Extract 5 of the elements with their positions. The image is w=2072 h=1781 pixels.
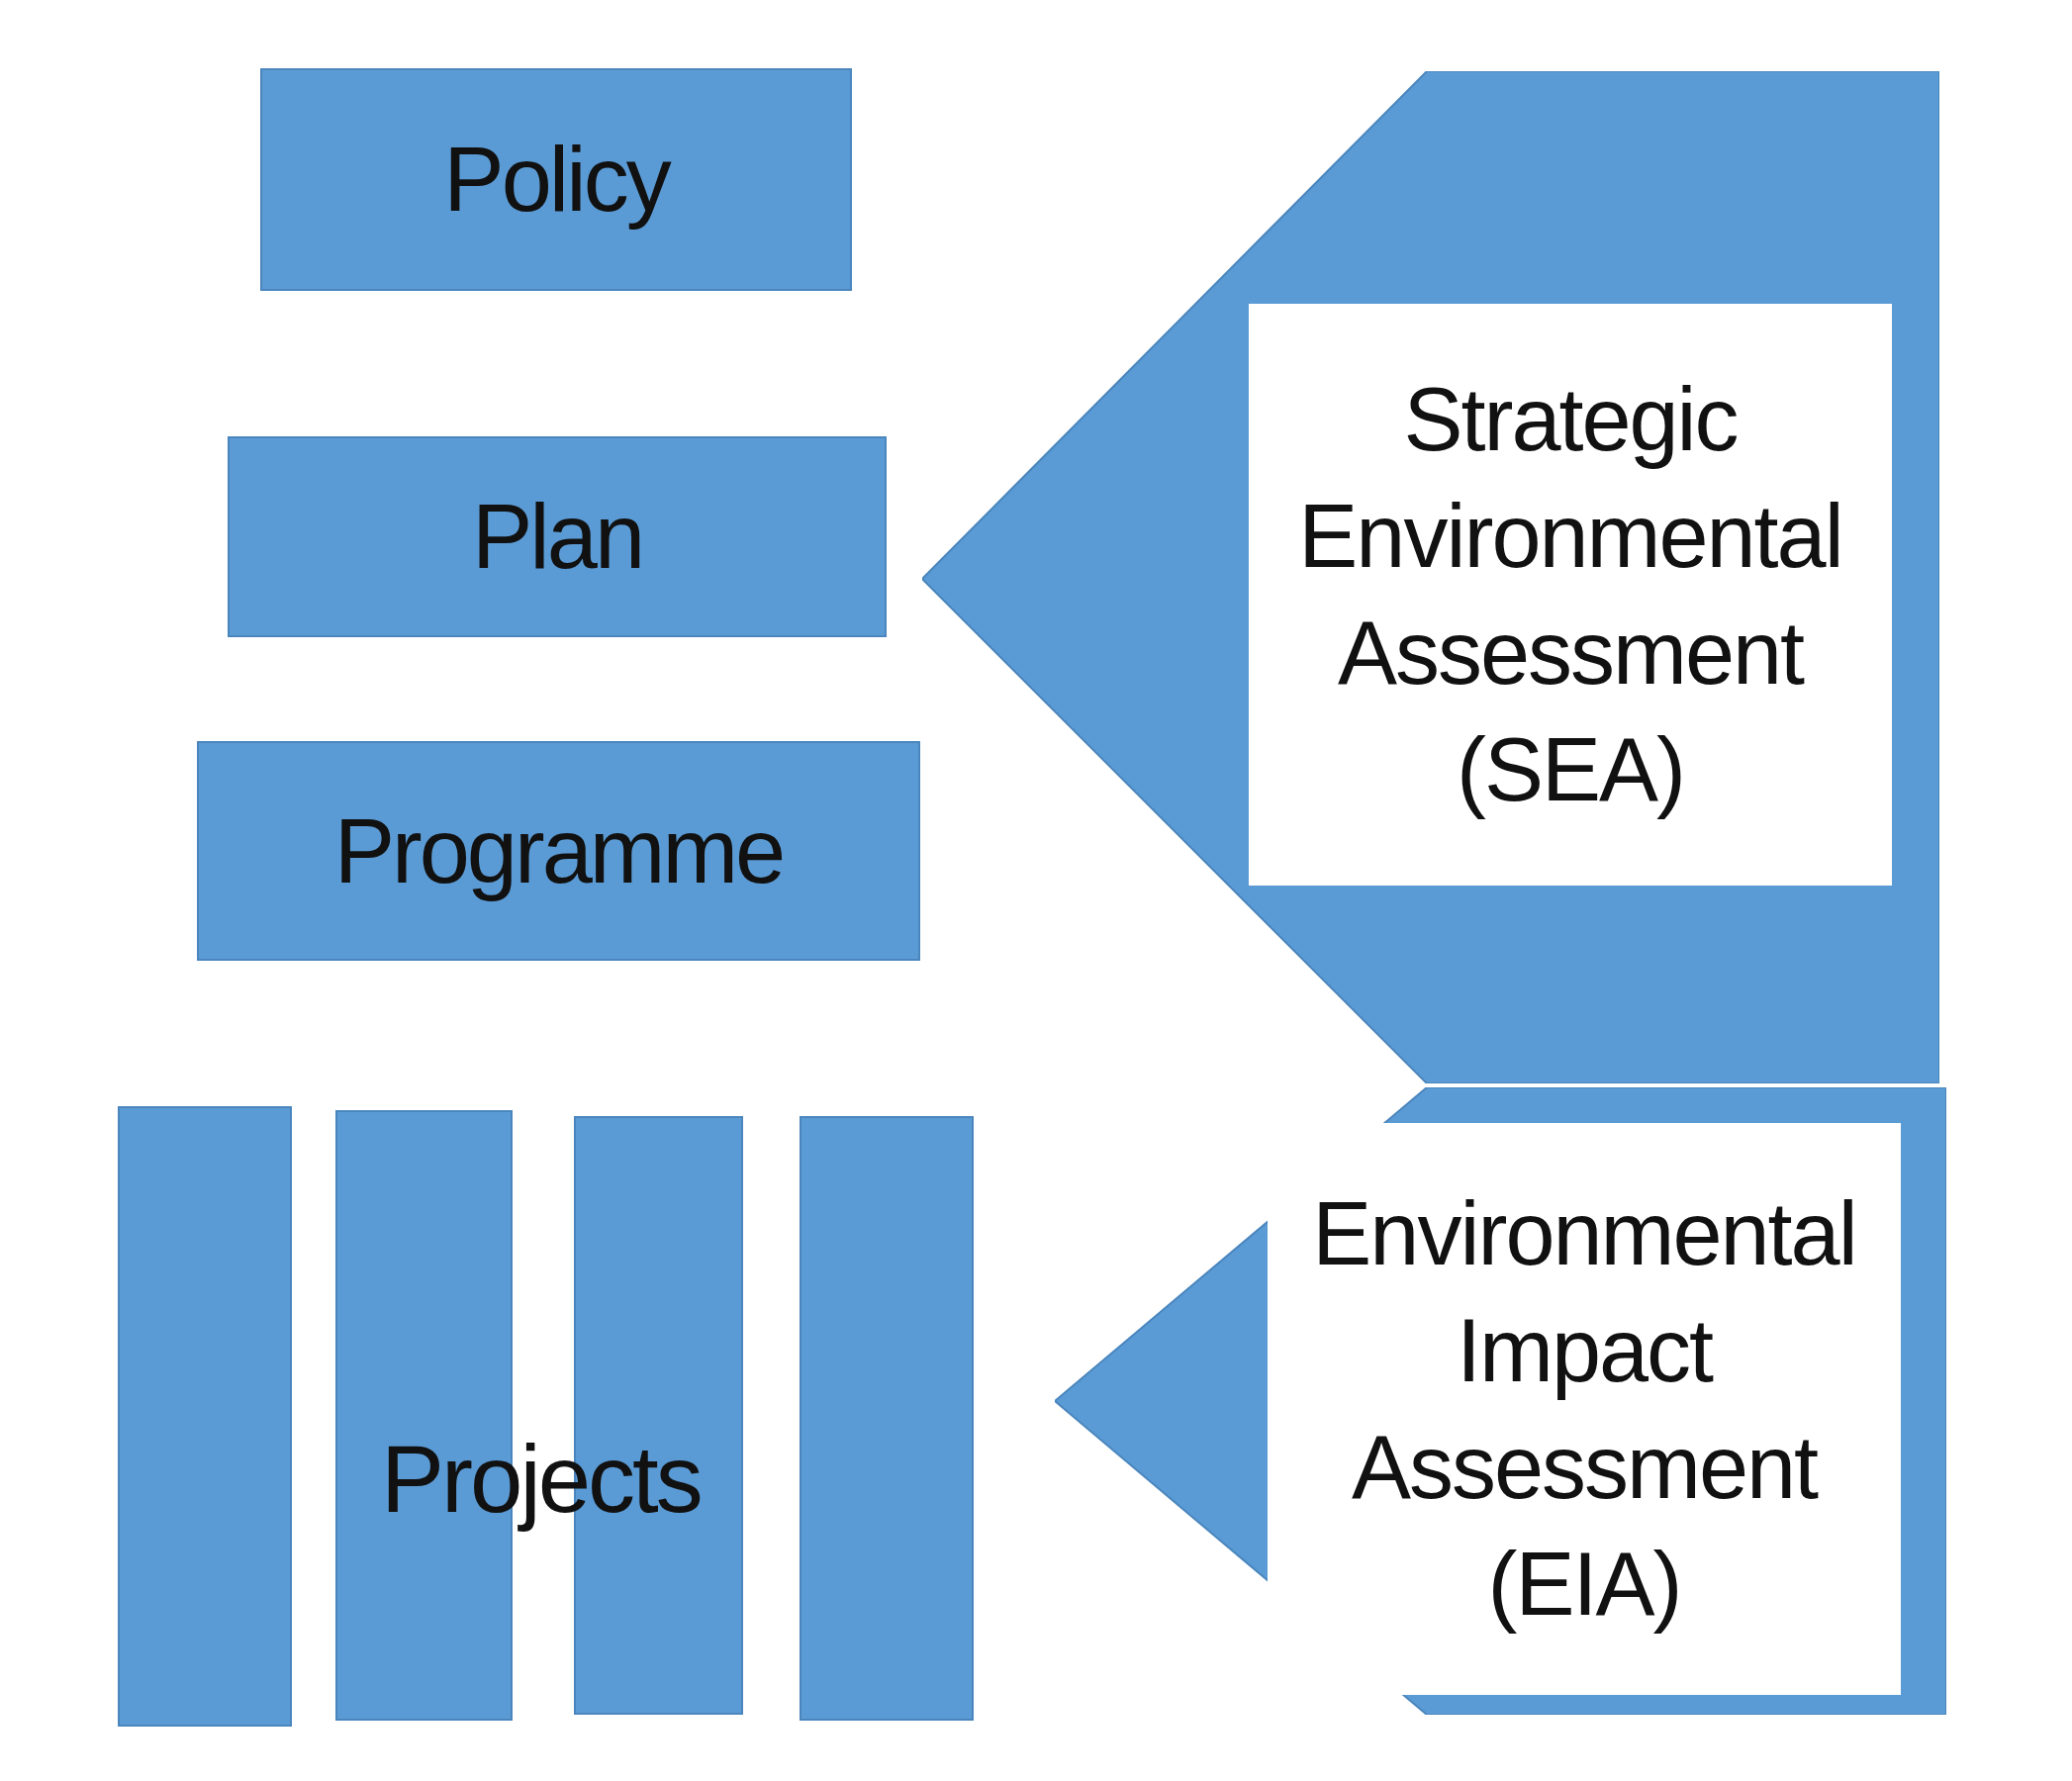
box-label: Programme [333,798,784,903]
box-label: Policy [443,128,669,232]
arrow-label: Strategic Environmental Assessment (SEA) [1249,304,1892,886]
arrow-label: Environmental Impact Assessment (EIA) [1268,1123,1901,1695]
box-label: Plan [471,485,643,589]
